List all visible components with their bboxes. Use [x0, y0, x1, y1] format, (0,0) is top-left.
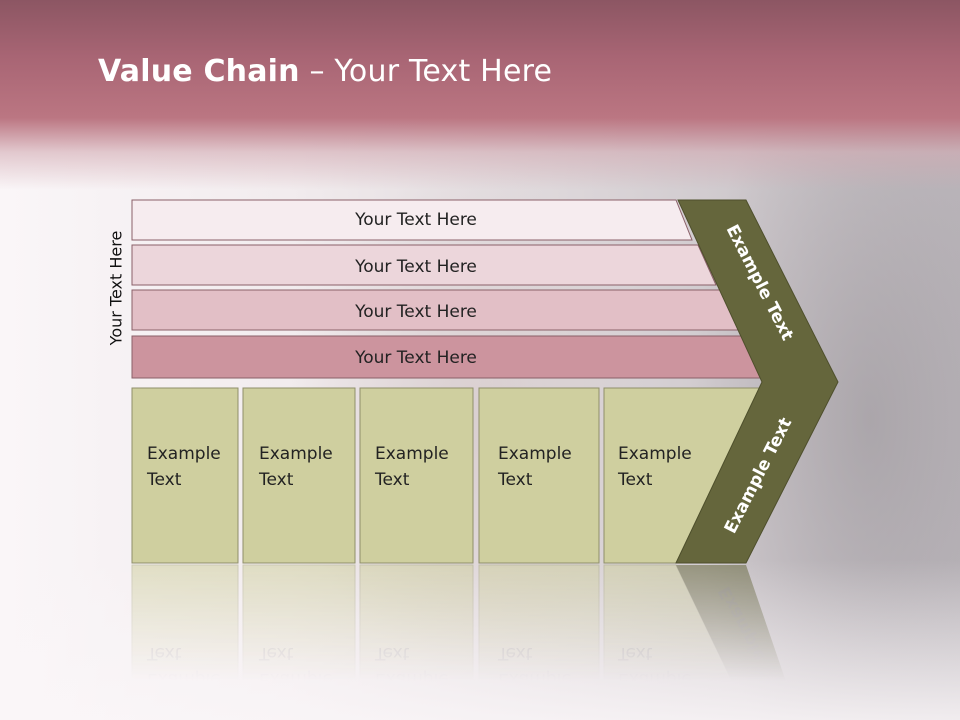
chevron	[675, 199, 839, 564]
reflection-col-3-line1: Example	[375, 669, 449, 689]
column-4	[478, 387, 600, 564]
reflection-col-4-line1: Example	[498, 669, 572, 689]
column-2	[242, 387, 356, 564]
reflection-col-5-line2: Text	[617, 643, 653, 663]
reflection-col-1-line2: Text	[146, 643, 182, 663]
bar-3-label: Your Text Here	[354, 302, 477, 322]
diagram-reflection: Text Example Text Example Text Example T…	[131, 564, 800, 720]
column-4-line2: Text	[497, 470, 533, 490]
reflection-col-1-line1: Example	[147, 669, 221, 689]
column-2-line1: Example	[259, 444, 333, 464]
column-1	[131, 387, 239, 564]
bar-1-label: Your Text Here	[354, 210, 477, 230]
column-2-line2: Text	[258, 470, 294, 490]
column-4-line1: Example	[498, 444, 572, 464]
slide-title-bold: Value Chain	[98, 54, 300, 89]
reflection-col-2-line2: Text	[258, 643, 294, 663]
title-band	[0, 0, 960, 190]
slide-title: Value Chain – Your Text Here	[98, 54, 552, 89]
reflection-col-4-line2: Text	[497, 643, 533, 663]
slide-title-rest: – Your Text Here	[299, 54, 553, 89]
bar-4-label: Your Text Here	[354, 348, 477, 368]
reflection-col-2-line1: Example	[259, 669, 333, 689]
reflection-col-5-line1: Example	[618, 669, 692, 689]
bar-2-label: Your Text Here	[354, 257, 477, 277]
column-5-line1: Example	[618, 444, 692, 464]
column-5-line2: Text	[617, 470, 653, 490]
bar-1	[131, 199, 693, 241]
column-3	[359, 387, 474, 564]
reflection-col-3-line2: Text	[374, 643, 410, 663]
column-3-line2: Text	[374, 470, 410, 490]
column-1-line2: Text	[146, 470, 182, 490]
bar-2	[131, 244, 717, 286]
column-1-line1: Example	[147, 444, 221, 464]
column-3-line1: Example	[375, 444, 449, 464]
